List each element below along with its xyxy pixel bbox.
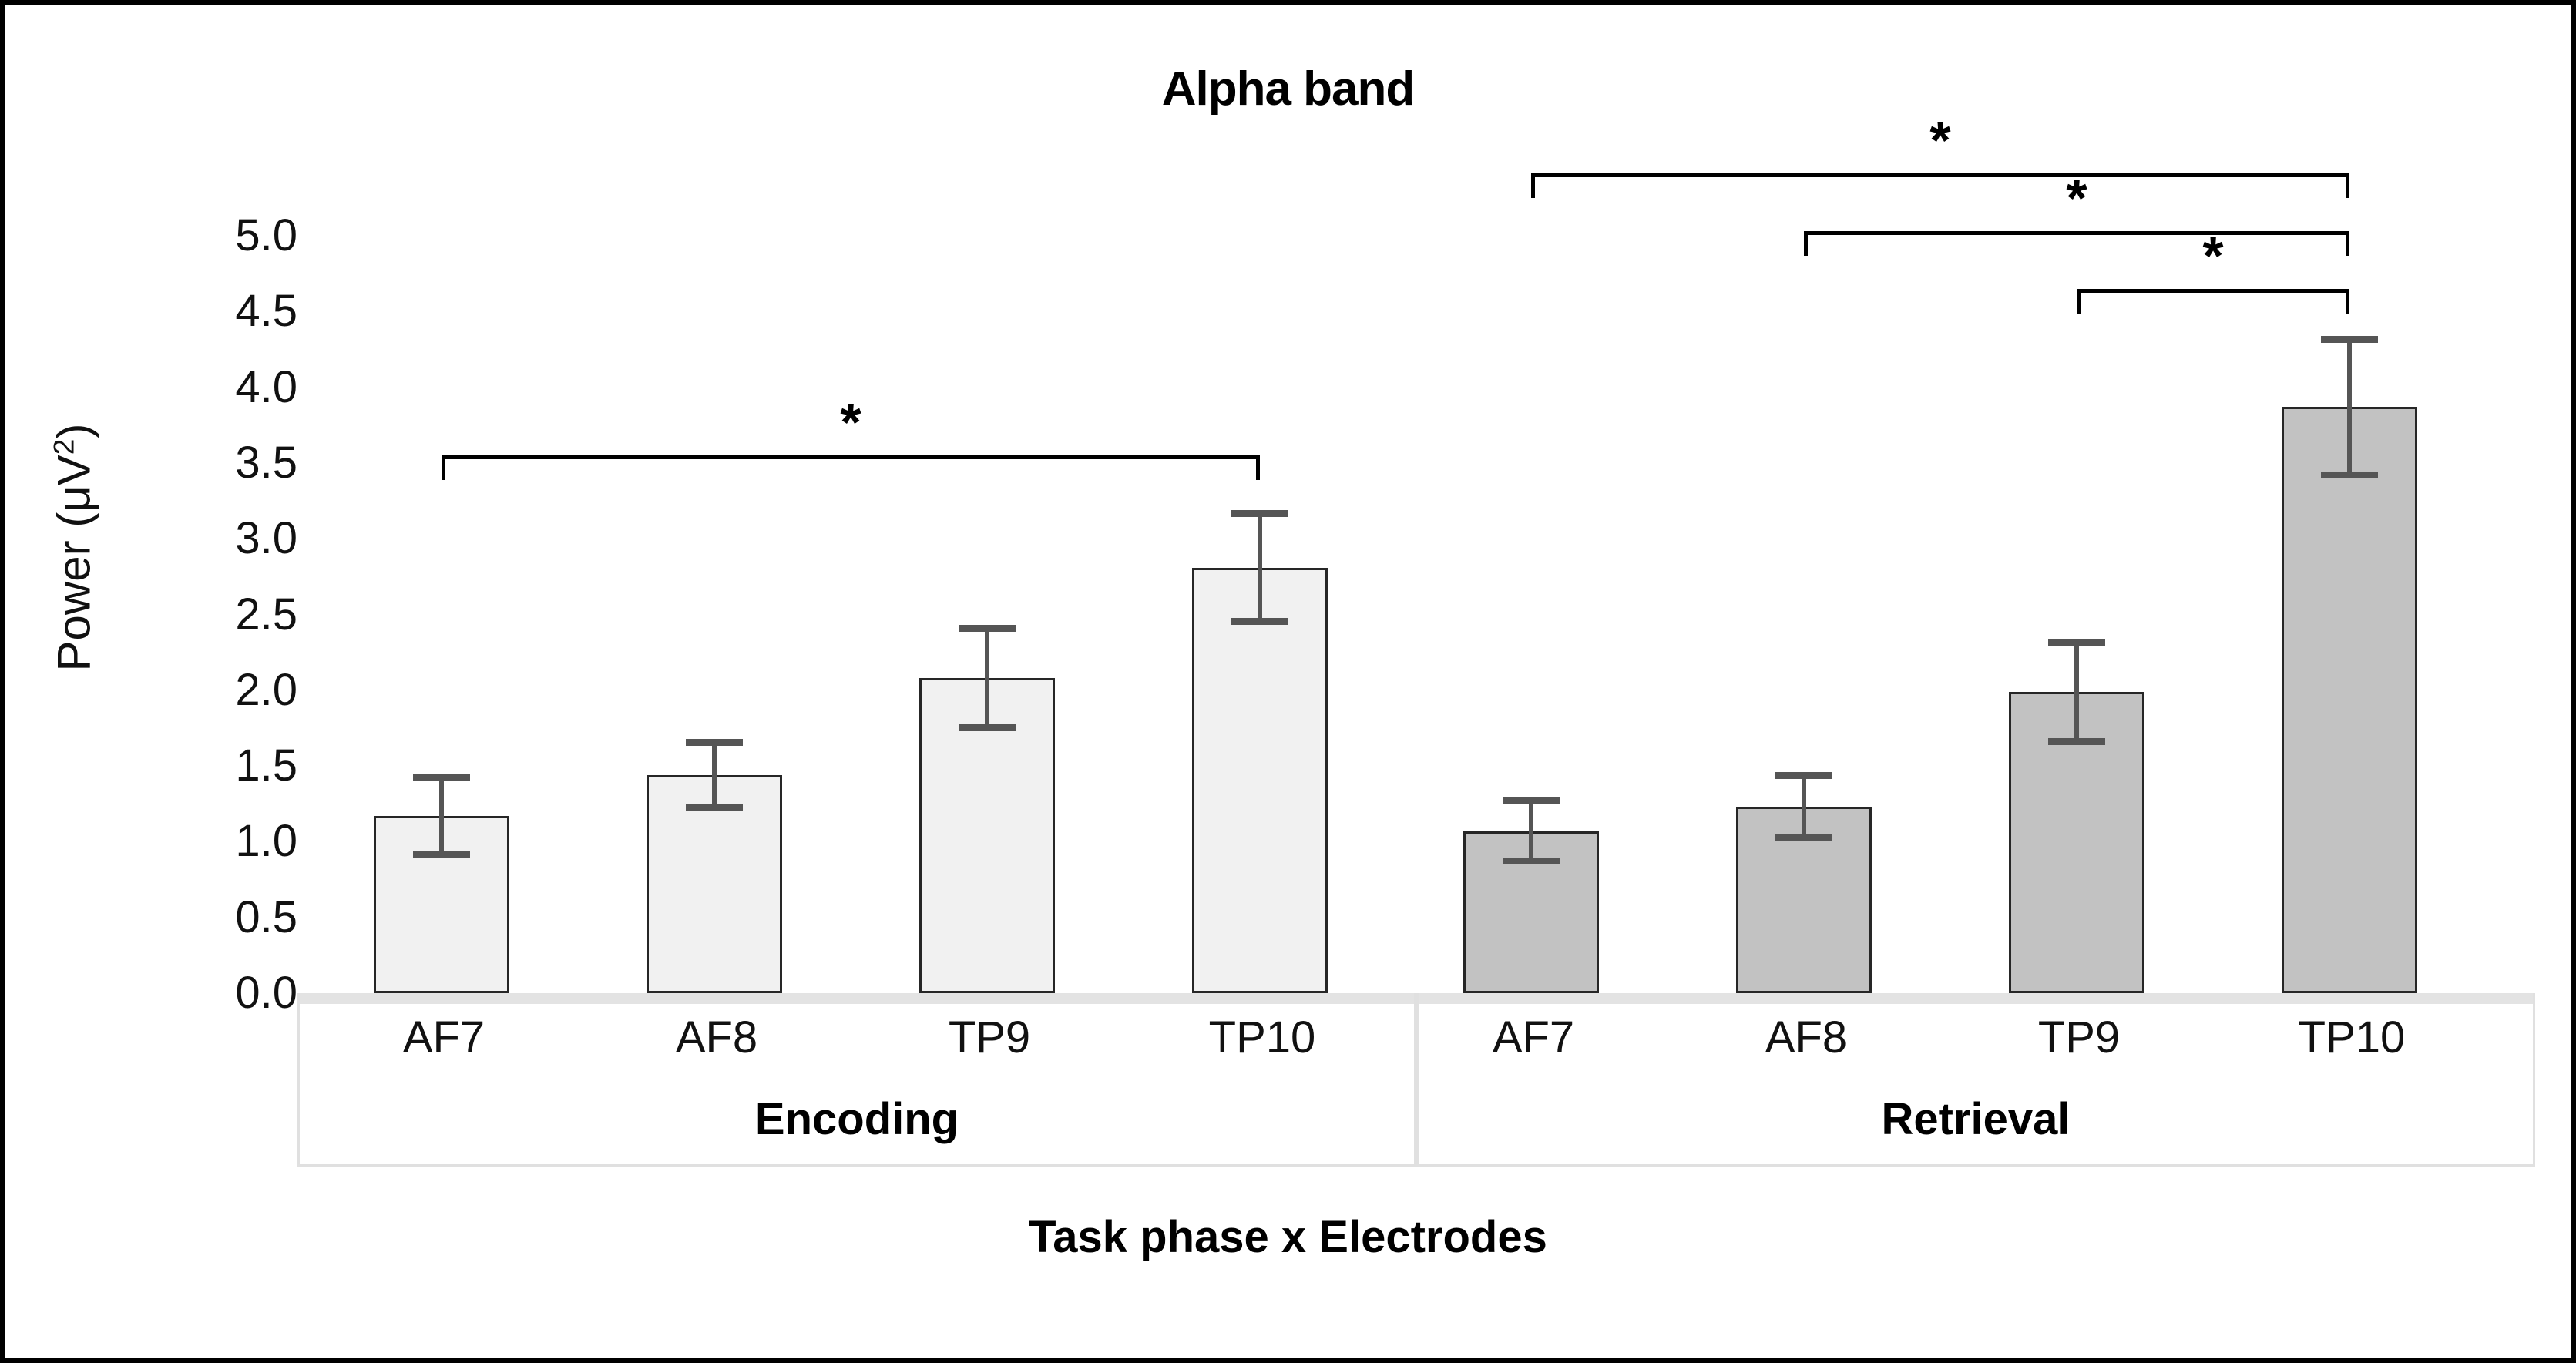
error-bar-cap-top bbox=[2048, 638, 2105, 646]
bracket-tick-left bbox=[2077, 288, 2081, 314]
y-axis-tick-label: 4.5 bbox=[235, 286, 297, 337]
error-bar-cap-top bbox=[1775, 771, 1832, 779]
error-bar-cap-bottom bbox=[1231, 618, 1288, 626]
y-axis-tick-label: 1.0 bbox=[235, 816, 297, 867]
significance-star: * bbox=[2202, 225, 2224, 286]
bracket-tick-right bbox=[1256, 455, 1260, 481]
y-axis-title-superscript: 2 bbox=[47, 438, 80, 455]
y-axis-title-text: Power (μV bbox=[48, 455, 100, 672]
y-axis-tick-label: 3.5 bbox=[235, 437, 297, 488]
y-axis-tick-label: 0.5 bbox=[235, 891, 297, 942]
error-bar-stem bbox=[1258, 512, 1262, 623]
x-axis-tick-label: AF8 bbox=[675, 1012, 758, 1063]
bar-encoding-af7[interactable] bbox=[374, 773, 509, 993]
error-bar-stem bbox=[985, 628, 989, 728]
bracket-tick-right bbox=[2346, 173, 2349, 199]
y-axis-title: Power (μV2) bbox=[48, 347, 101, 748]
x-axis-tick-label: TP10 bbox=[2298, 1012, 2406, 1063]
bar-retrieval-tp10[interactable] bbox=[2282, 335, 2417, 993]
y-axis-tick-label: 0.0 bbox=[235, 968, 297, 1018]
plot-area: * * * * bbox=[297, 113, 2535, 1004]
bar-encoding-tp9[interactable] bbox=[919, 625, 1055, 993]
error-bar-stem bbox=[439, 776, 444, 856]
bracket-tick-left bbox=[1804, 231, 1808, 257]
x-axis-tick-label: TP9 bbox=[948, 1012, 1031, 1063]
bracket-line bbox=[1531, 173, 2349, 178]
error-bar-stem bbox=[2074, 641, 2079, 742]
chart-title: Alpha band bbox=[1161, 62, 1416, 116]
bar-rect[interactable] bbox=[2282, 407, 2417, 993]
y-axis-tick-label: 4.0 bbox=[235, 361, 297, 412]
error-bar-cap-bottom bbox=[2048, 737, 2105, 745]
y-axis-tick-label: 2.0 bbox=[235, 664, 297, 715]
error-bar-cap-bottom bbox=[1775, 834, 1832, 842]
y-axis-tick-label: 3.0 bbox=[235, 513, 297, 564]
error-bar-cap-bottom bbox=[2321, 471, 2378, 478]
error-bar-stem bbox=[1529, 801, 1533, 861]
group-label-encoding: Encoding bbox=[754, 1094, 959, 1144]
bracket-line bbox=[442, 455, 1260, 460]
error-bar-stem bbox=[712, 741, 717, 809]
bracket-tick-right bbox=[2346, 231, 2349, 257]
bracket-line bbox=[2077, 288, 2349, 293]
bar-rect[interactable] bbox=[374, 815, 509, 993]
significance-star: * bbox=[1929, 110, 1951, 171]
x-axis-tick-label: AF8 bbox=[1765, 1012, 1848, 1063]
bracket-tick-left bbox=[1531, 173, 1535, 199]
y-axis-tick-labels: 5.0 4.5 4.0 3.5 3.0 2.5 2.0 1.5 1.0 0.5 0.0 bbox=[113, 5, 297, 1358]
significance-star: * bbox=[2066, 168, 2087, 229]
error-bar-cap-bottom bbox=[1503, 857, 1560, 864]
x-axis-tick-label: TP10 bbox=[1208, 1012, 1316, 1063]
y-axis-tick-label: 5.0 bbox=[235, 210, 297, 260]
error-bar-cap-top bbox=[686, 738, 743, 746]
bar-rect[interactable] bbox=[1192, 567, 1328, 993]
x-axis-tick-label: TP9 bbox=[2037, 1012, 2121, 1063]
bar-encoding-af8[interactable] bbox=[647, 738, 782, 993]
error-bar-cap-bottom bbox=[413, 851, 470, 859]
x-axis-tick-label: AF7 bbox=[1492, 1012, 1575, 1063]
x-axis-title: Task phase x Electrodes bbox=[1029, 1212, 1547, 1262]
error-bar-cap-top bbox=[2321, 335, 2378, 343]
significance-star: * bbox=[840, 392, 861, 453]
y-axis-tick-label: 2.5 bbox=[235, 589, 297, 640]
bar-encoding-tp10[interactable] bbox=[1192, 509, 1328, 993]
error-bar-cap-top bbox=[413, 773, 470, 781]
error-bar-cap-bottom bbox=[959, 723, 1016, 731]
bar-retrieval-tp9[interactable] bbox=[2009, 638, 2144, 993]
error-bar-stem bbox=[1802, 774, 1806, 839]
x-axis-tick-label: AF7 bbox=[402, 1012, 485, 1063]
error-bar-cap-top bbox=[1231, 509, 1288, 517]
bracket-line bbox=[1804, 231, 2349, 236]
error-bar-cap-top bbox=[959, 625, 1016, 633]
bracket-tick-right bbox=[2346, 288, 2349, 314]
bar-retrieval-af7[interactable] bbox=[1463, 797, 1599, 993]
error-bar-stem bbox=[2347, 338, 2352, 475]
y-axis-title-close: ) bbox=[48, 423, 100, 439]
y-axis-tick-label: 1.5 bbox=[235, 740, 297, 791]
error-bar-cap-top bbox=[1503, 797, 1560, 805]
error-bar-cap-bottom bbox=[686, 804, 743, 812]
bracket-tick-left bbox=[442, 455, 445, 481]
bar-retrieval-af8[interactable] bbox=[1736, 771, 1872, 993]
group-label-retrieval: Retrieval bbox=[1881, 1094, 2071, 1144]
